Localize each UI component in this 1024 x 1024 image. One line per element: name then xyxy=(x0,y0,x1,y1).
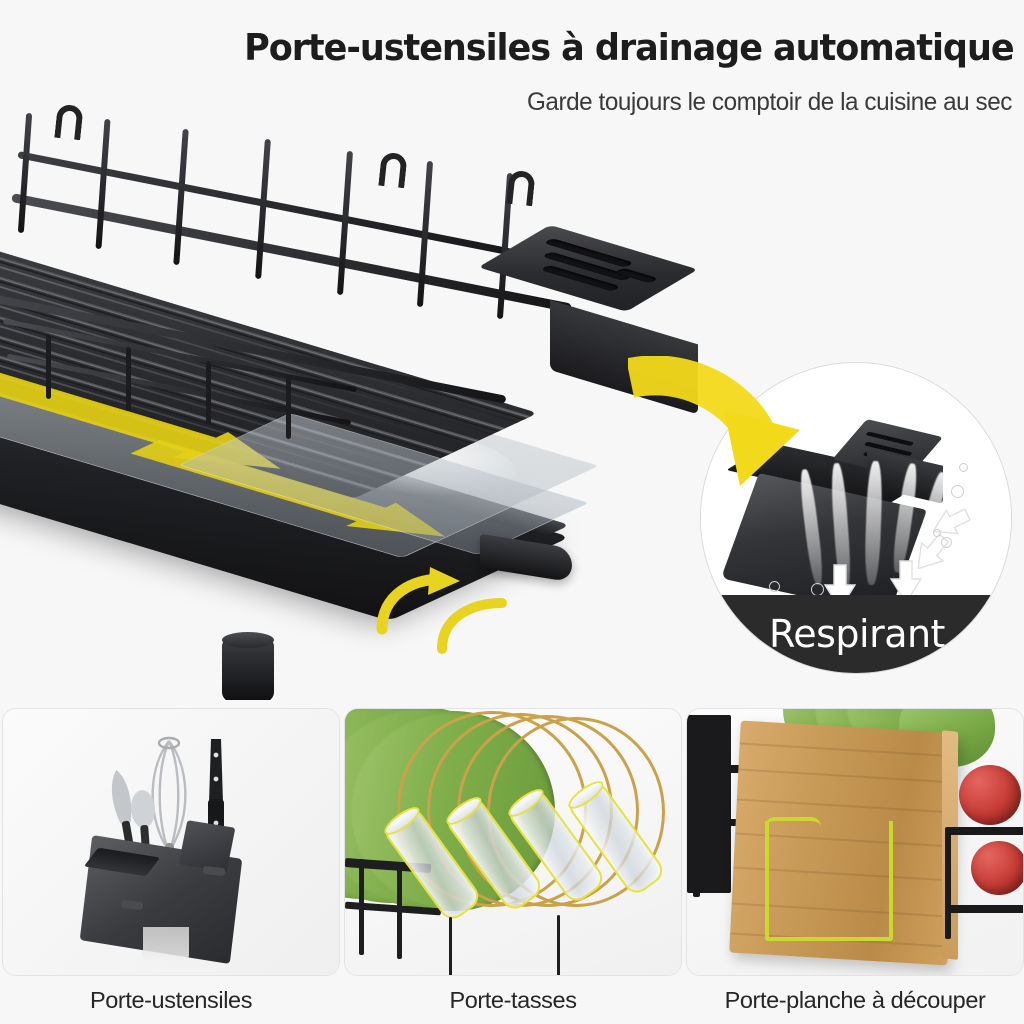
caddy-flow-arrow-icon xyxy=(432,591,542,655)
header: Porte-ustensiles à drainage automatique … xyxy=(0,0,1024,128)
basket-hook-icon xyxy=(506,169,536,207)
basket-rail xyxy=(0,291,507,404)
callout-pointer-arrow-icon xyxy=(625,355,818,506)
airflow-arrow-icon xyxy=(887,559,923,608)
cutting-board-holder-photo xyxy=(686,708,1024,976)
feature-panel-cutting-board-holder[interactable]: Porte-planche à découper xyxy=(686,708,1024,1024)
brush-icon xyxy=(143,927,189,961)
feature-panel-utensil-holder[interactable]: Porte-ustensiles xyxy=(2,708,340,1024)
callout-label: Respirant xyxy=(769,612,945,656)
page-title: Porte-ustensiles à drainage automatique xyxy=(244,26,1016,69)
board-wire-holder xyxy=(765,821,893,941)
utensil-holder-photo xyxy=(2,708,340,976)
feature-panels: Porte-ustensiles xyxy=(0,708,1024,1024)
airflow-arrow-icon xyxy=(823,563,857,614)
basket-hook-icon xyxy=(378,151,408,189)
caddy-knife-slot xyxy=(178,820,236,872)
board-wire-holder-notch xyxy=(765,817,821,857)
panel-caption: Porte-ustensiles xyxy=(89,986,253,1013)
apple xyxy=(971,841,1023,895)
water-bubble-icon xyxy=(769,581,780,592)
airflow-arrow-icon xyxy=(922,499,976,547)
water-bubble-icon xyxy=(941,537,952,548)
wire-basket-frame xyxy=(0,95,660,515)
callout-label-band: Respirant xyxy=(701,595,1011,673)
water-bubble-icon xyxy=(951,485,964,498)
drain-flow-arrow-icon xyxy=(0,357,308,482)
feature-panel-cup-holder[interactable]: Porte-tasses xyxy=(344,708,682,1024)
dish-rack-assembly xyxy=(0,95,700,700)
hero-product-image: Respirant xyxy=(0,0,1024,700)
water-bubble-icon xyxy=(933,529,941,537)
water-bubble-icon xyxy=(959,463,968,472)
panel-caption: Porte-tasses xyxy=(449,986,577,1013)
cup-holder-photo xyxy=(344,708,682,976)
apple xyxy=(959,765,1021,825)
caddy-flow-arrow-icon xyxy=(368,565,488,635)
page-subtitle: Garde toujours le comptoir de la cuisine… xyxy=(527,88,1012,116)
support-foot xyxy=(222,632,274,700)
panel-caption: Porte-planche à découper xyxy=(724,986,986,1013)
